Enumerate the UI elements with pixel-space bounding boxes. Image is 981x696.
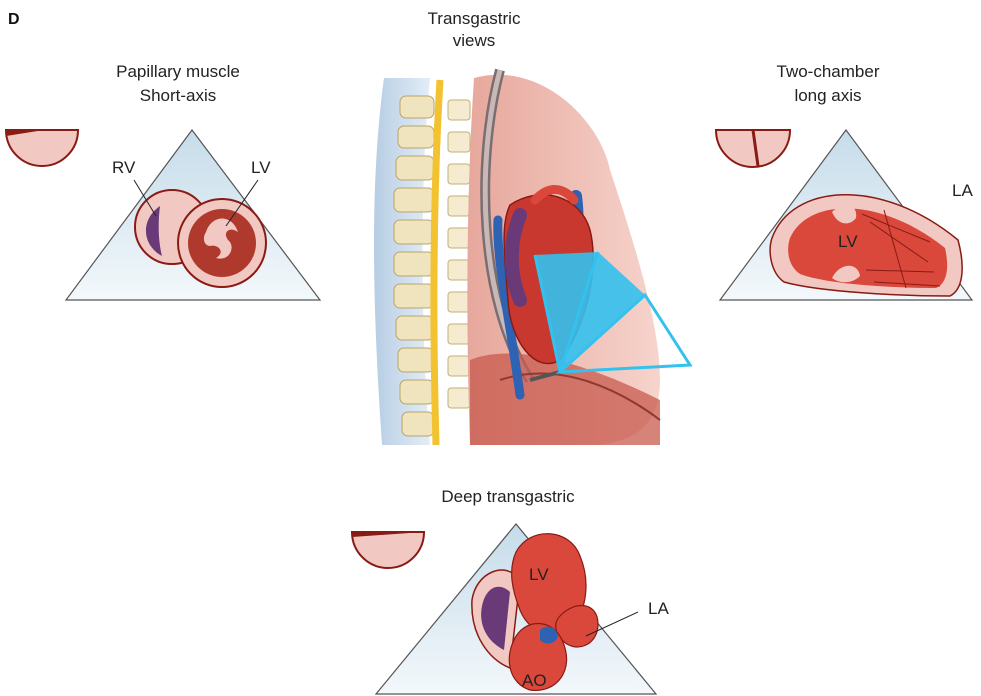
left-label-lv: LV	[251, 158, 271, 177]
center-anatomy-illustration: Transgastric views	[374, 9, 690, 445]
right-label-lv: LV	[838, 232, 858, 251]
left-view-papillary-short-axis: Papillary muscle Short-axis RV LV	[6, 62, 320, 300]
bottom-view-deep-transgastric: Deep transgastric LV LA AO	[352, 487, 669, 694]
orientation-icon	[716, 130, 790, 167]
left-label-rv: RV	[112, 158, 136, 177]
right-label-la: LA	[952, 181, 973, 200]
right-title-line2: long axis	[794, 86, 861, 105]
orientation-icon	[6, 130, 78, 166]
bottom-label-ao: AO	[522, 671, 547, 690]
right-view-two-chamber-long-axis: Two-chamber long axis LV LA	[716, 62, 973, 300]
center-title-line2: views	[453, 31, 496, 50]
bottom-label-la: LA	[648, 599, 669, 618]
left-title-line2: Short-axis	[140, 86, 217, 105]
spinal-cord	[434, 80, 440, 445]
vertebral-column	[394, 96, 434, 436]
left-title-line1: Papillary muscle	[116, 62, 240, 81]
bottom-label-lv: LV	[529, 565, 549, 584]
panel-letter: D	[8, 11, 20, 28]
bottom-title: Deep transgastric	[441, 487, 575, 506]
orientation-icon	[352, 532, 424, 568]
center-title-line1: Transgastric	[428, 9, 521, 28]
right-title-line1: Two-chamber	[777, 62, 880, 81]
vertebral-bodies	[448, 100, 470, 408]
